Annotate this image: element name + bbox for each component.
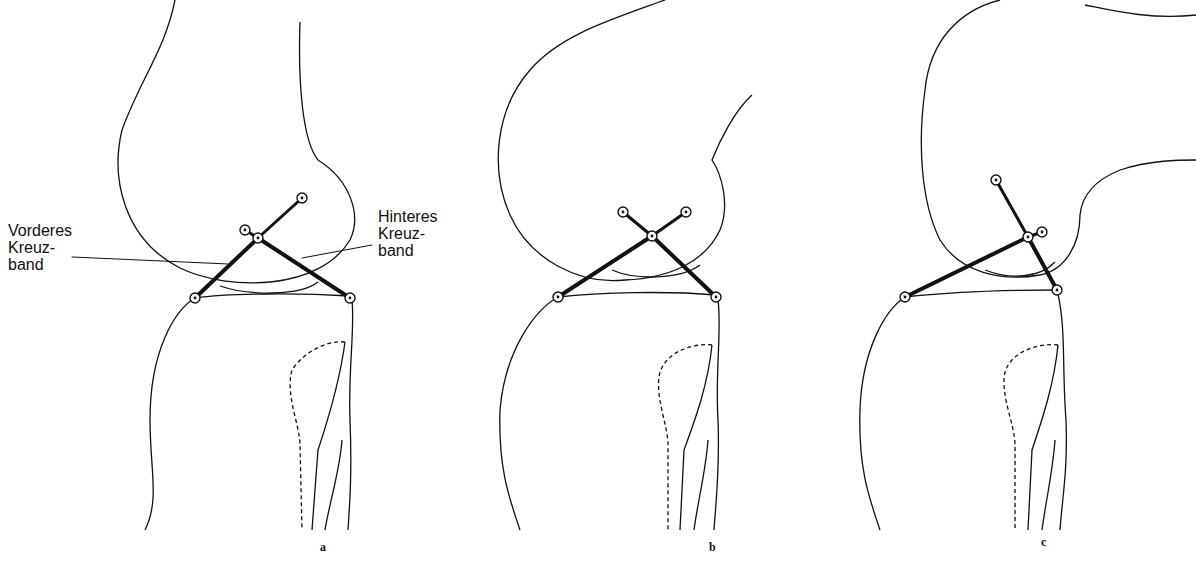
tibial-plateau: [195, 294, 350, 298]
tibia-outline: [500, 297, 558, 530]
meniscus: [220, 282, 318, 293]
leader-line: [72, 257, 228, 264]
tibial-plateau: [905, 290, 1057, 297]
femur-outline: [921, 0, 1196, 277]
femoral-link: [996, 180, 1028, 237]
fibula-head: [1004, 345, 1058, 530]
anterior-cruciate-ligament: [195, 238, 258, 298]
leader-line: [302, 245, 372, 258]
femoral-link: [652, 212, 686, 236]
tibia-outline: [348, 300, 353, 530]
tibia-outline: [1058, 294, 1066, 530]
femoral-link: [258, 198, 302, 238]
femur-outline: [498, 0, 752, 281]
fibula-outline: [680, 345, 712, 530]
figure-letter: b: [709, 540, 729, 555]
posterior-cruciate-ligament: [652, 236, 716, 297]
tibia-outline: [145, 298, 195, 530]
posterior-cruciate-ligament: [1028, 237, 1057, 290]
ligament-label: Hinteres Kreuz- band: [378, 208, 446, 259]
fibula-outline: [1028, 345, 1058, 530]
joint-pins: [190, 175, 1062, 303]
femur-outline: [118, 0, 354, 283]
tibial-plateau: [558, 293, 716, 297]
anterior-cruciate-ligament: [558, 236, 652, 297]
tibia-outline: [860, 297, 905, 530]
figure-letter: c: [1041, 535, 1061, 550]
ligament-label: Vorderes Kreuz- band: [8, 222, 76, 273]
fibula-head: [659, 345, 712, 530]
fibula-outline: [312, 342, 345, 530]
tibia-outline: [714, 300, 719, 530]
posterior-cruciate-ligament: [258, 238, 350, 298]
figure-letter: a: [320, 540, 340, 555]
fibula-head: [290, 342, 345, 530]
anterior-cruciate-ligament: [905, 237, 1028, 297]
